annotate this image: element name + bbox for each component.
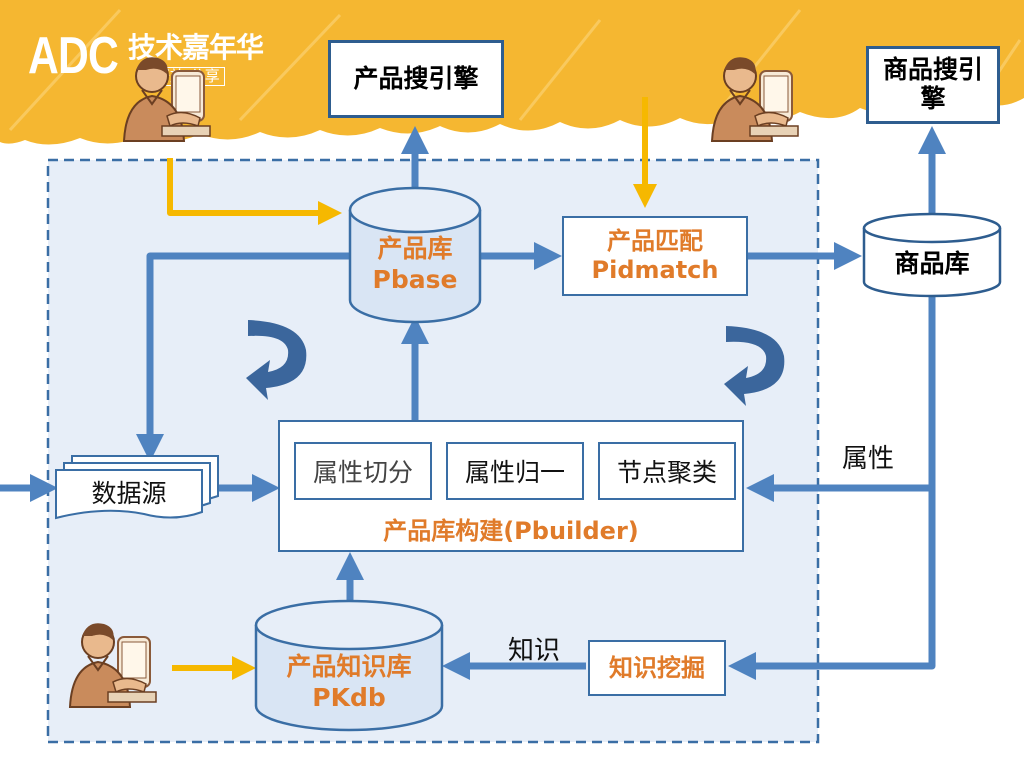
pidmatch-cn-label: 产品匹配 xyxy=(607,227,703,256)
logo-festival-text: 技术嘉年华 xyxy=(128,31,264,64)
product-search-engine-label: 产品搜引擎 xyxy=(353,63,479,93)
pkdb-label: 产品知识库 PKdb xyxy=(256,644,442,720)
person-at-computer-icon xyxy=(711,56,799,143)
goods-db-cylinder xyxy=(862,212,1002,298)
node-cluster-box: 节点聚类 xyxy=(598,442,736,500)
pkdb-cylinder xyxy=(254,599,444,732)
circular-arrow-icon xyxy=(724,326,785,406)
pidmatch-en-label: Pidmatch xyxy=(591,256,719,284)
pkdb-en-label: PKdb xyxy=(312,683,386,712)
pbuilder-title: 产品库构建(Pbuilder) xyxy=(383,516,639,545)
pbase-label: 产品库 Pbase xyxy=(350,228,480,300)
pbase-cn-label: 产品库 xyxy=(377,233,453,263)
goods-db-label: 商品库 xyxy=(864,240,1000,288)
knowledge-mining-box: 知识挖掘 xyxy=(588,640,726,696)
person-at-computer-icon xyxy=(123,56,211,143)
pbase-en-label: Pbase xyxy=(372,265,458,294)
pidmatch-box: 产品匹配 Pidmatch xyxy=(562,216,748,296)
attribute-normalize-box: 属性归一 xyxy=(446,442,584,500)
attribute-split-box: 属性切分 xyxy=(294,442,432,500)
datasource-documents xyxy=(55,455,219,520)
datasource-text: 数据源 xyxy=(91,479,167,508)
goods-db-text: 商品库 xyxy=(894,249,970,279)
attribute-split-label: 属性切分 xyxy=(312,458,413,487)
attribute-normalize-label: 属性归一 xyxy=(464,458,565,487)
edge-label-knowledge: 知识 xyxy=(508,636,561,666)
product-search-engine-box: 产品搜引擎 xyxy=(328,40,504,118)
goods-search-engine-label: 商品搜引擎 xyxy=(883,55,984,113)
goods-search-engine-box: 商品搜引擎 xyxy=(866,46,1000,124)
logo-adc: ADC xyxy=(28,27,119,85)
datasource-label: 数据源 xyxy=(56,474,202,510)
knowledge-mining-label: 知识挖掘 xyxy=(609,653,705,682)
node-cluster-label: 节点聚类 xyxy=(616,458,717,487)
edge-label-attributes: 属性 xyxy=(842,444,895,474)
circular-arrow-icon xyxy=(246,320,307,400)
pbase-cylinder xyxy=(348,186,482,324)
pbuilder-box: 属性切分 属性归一 节点聚类 产品库构建(Pbuilder) xyxy=(278,420,744,552)
pkdb-cn-label: 产品知识库 xyxy=(286,651,412,681)
